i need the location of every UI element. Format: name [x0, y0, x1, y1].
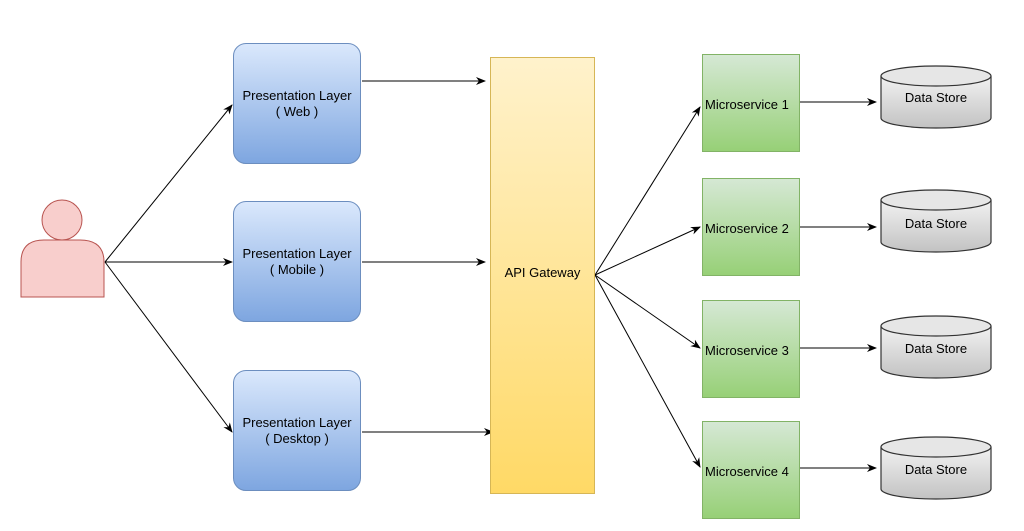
- microservice-3-label: Microservice 3: [705, 343, 789, 358]
- data-store-cylinder-1: [880, 65, 992, 129]
- api-gateway-label: API Gateway: [504, 264, 581, 280]
- presentation-layer-web[interactable]: Presentation Layer ( Web ): [233, 43, 361, 164]
- edge-user-desktop: [104, 261, 233, 433]
- presentation-web-subtitle: ( Web ): [275, 103, 319, 119]
- data-store-cylinder-2: [880, 189, 992, 253]
- presentation-desktop-title: Presentation Layer: [242, 414, 352, 430]
- edge-gateway-ms3: [594, 274, 701, 349]
- microservice-3[interactable]: Microservice 3: [702, 300, 800, 398]
- presentation-mobile-title: Presentation Layer: [242, 245, 352, 261]
- presentation-layer-mobile[interactable]: Presentation Layer ( Mobile ): [233, 201, 361, 322]
- microservice-4[interactable]: Microservice 4: [702, 421, 800, 519]
- edge-gateway-ms1: [594, 106, 701, 276]
- edge-user-web: [104, 104, 233, 263]
- microservice-4-label: Microservice 4: [705, 464, 789, 479]
- microservice-2[interactable]: Microservice 2: [702, 178, 800, 276]
- presentation-layer-desktop[interactable]: Presentation Layer ( Desktop ): [233, 370, 361, 491]
- edges-microservices-to-stores: [800, 98, 877, 472]
- edges-gateway-to-microservices: [594, 106, 701, 468]
- microservice-1-label: Microservice 1: [705, 97, 789, 112]
- microservice-2-label: Microservice 2: [705, 221, 789, 236]
- data-store-shapes: [880, 65, 992, 500]
- data-store-1-label: Data Store: [904, 90, 968, 105]
- data-store-cylinder-3: [880, 315, 992, 379]
- data-store-cylinder-4: [880, 436, 992, 500]
- data-store-2-label: Data Store: [904, 216, 968, 231]
- edge-gateway-ms2: [594, 226, 701, 276]
- presentation-web-title: Presentation Layer: [242, 87, 352, 103]
- api-gateway[interactable]: API Gateway: [490, 57, 595, 494]
- microservice-1[interactable]: Microservice 1: [702, 54, 800, 152]
- edge-gateway-ms4: [594, 274, 701, 468]
- edges-user-to-presentation: [104, 104, 233, 433]
- edges-presentation-to-gateway: [362, 77, 494, 436]
- user-icon: [20, 199, 105, 298]
- presentation-desktop-subtitle: ( Desktop ): [265, 430, 329, 446]
- data-store-3-label: Data Store: [904, 341, 968, 356]
- data-store-4-label: Data Store: [904, 462, 968, 477]
- presentation-mobile-subtitle: ( Mobile ): [269, 261, 325, 277]
